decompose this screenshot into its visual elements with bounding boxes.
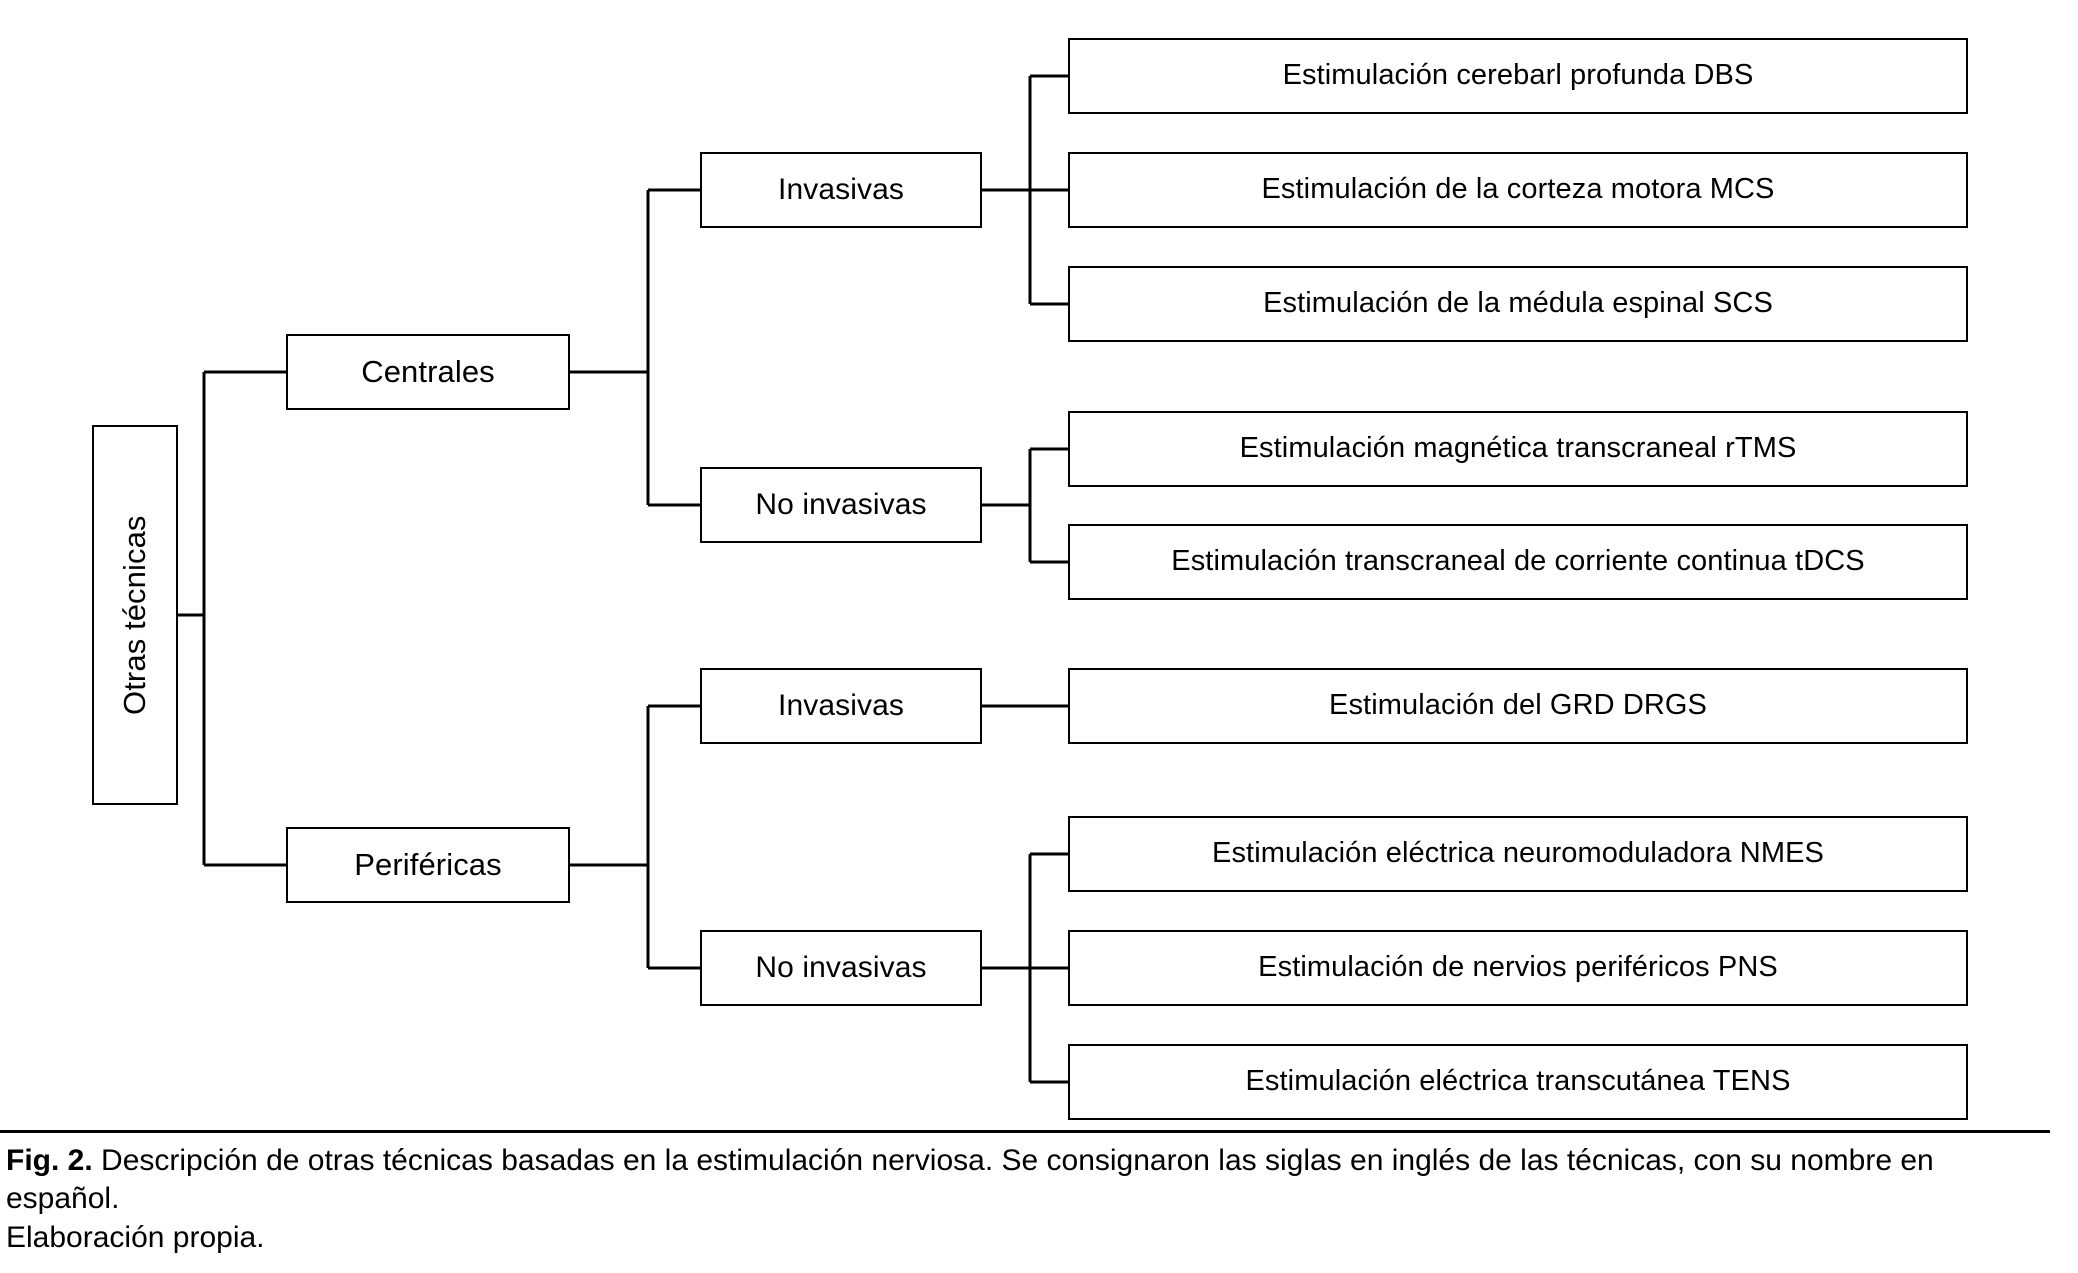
leaf-mcs[interactable]: Estimulación de la corteza motora MCS [1068,152,1968,228]
node-centrales[interactable]: Centrales [286,334,570,410]
node-root[interactable]: Otras técnicas [92,425,178,805]
leaf-nmes[interactable]: Estimulación eléctrica neuromoduladora N… [1068,816,1968,892]
caption-line-1: Descripción de otras técnicas basadas en… [6,1144,1934,1216]
leaf-drgs[interactable]: Estimulación del GRD DRGS [1068,668,1968,744]
leaf-tens[interactable]: Estimulación eléctrica transcutánea TENS [1068,1044,1968,1120]
caption-line-2: Elaboración propia. [6,1220,265,1254]
leaf-rtms[interactable]: Estimulación magnética transcraneal rTMS [1068,411,1968,487]
figure-number: Fig. 2. [6,1144,93,1177]
node-perifericas[interactable]: Periféricas [286,827,570,903]
figure-caption: Fig. 2. Descripción de otras técnicas ba… [6,1142,2054,1257]
leaf-dbs[interactable]: Estimulación cerebarl profunda DBS [1068,38,1968,114]
leaf-tdcs[interactable]: Estimulación transcraneal de corriente c… [1068,524,1968,600]
node-centrales-no-invasivas[interactable]: No invasivas [700,467,982,543]
node-centrales-invasivas[interactable]: Invasivas [700,152,982,228]
node-perifericas-no-invasivas[interactable]: No invasivas [700,930,982,1006]
leaf-pns[interactable]: Estimulación de nervios periféricos PNS [1068,930,1968,1006]
caption-divider [0,1130,2050,1133]
leaf-scs[interactable]: Estimulación de la médula espinal SCS [1068,266,1968,342]
node-perifericas-invasivas[interactable]: Invasivas [700,668,982,744]
